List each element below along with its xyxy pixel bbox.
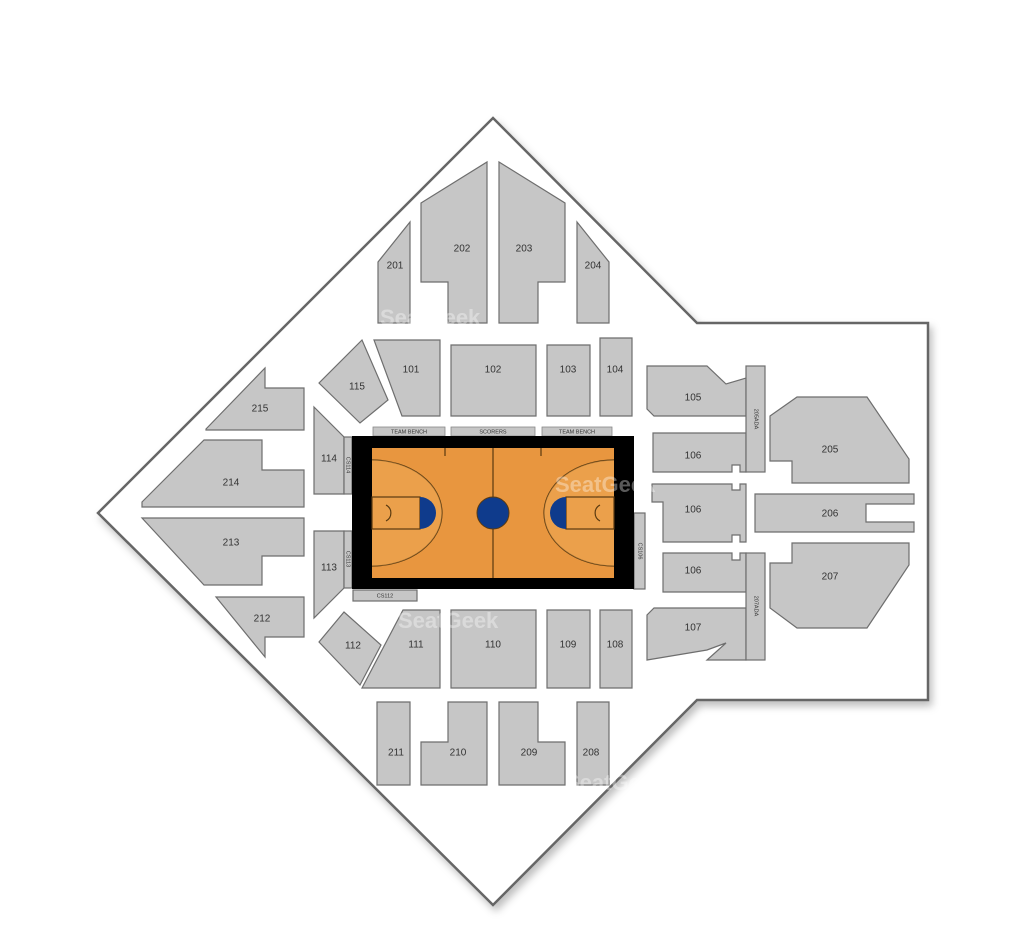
section-115[interactable] xyxy=(318,338,389,424)
watermarks: SeatGeek SeatGeek SeatGeek SeatGeek xyxy=(380,305,666,795)
section-214[interactable] xyxy=(141,439,305,508)
team-bench-right xyxy=(541,426,613,437)
section-211[interactable] xyxy=(376,701,411,786)
lower-sections: 101 102 103 104 115 114 113 112 111 110 … xyxy=(313,337,766,689)
watermark: SeatGeek xyxy=(555,472,656,497)
section-208[interactable] xyxy=(576,701,610,786)
section-cs113[interactable] xyxy=(343,530,353,589)
key-left xyxy=(420,497,436,529)
section-102[interactable] xyxy=(450,344,537,417)
team-bench-left xyxy=(372,426,446,437)
section-207[interactable] xyxy=(769,542,910,629)
watermark: SeatGeek xyxy=(380,305,481,330)
watermark: SeatGeek xyxy=(565,770,666,795)
scorers-table xyxy=(450,426,536,437)
section-201[interactable] xyxy=(377,220,411,324)
section-205[interactable] xyxy=(769,396,910,484)
section-215[interactable] xyxy=(205,366,305,431)
section-112[interactable] xyxy=(318,611,382,687)
section-210[interactable] xyxy=(420,701,488,786)
section-111[interactable] xyxy=(361,609,441,689)
section-213[interactable] xyxy=(140,517,305,586)
section-cs106[interactable] xyxy=(633,512,646,590)
section-203[interactable] xyxy=(498,160,566,324)
section-107[interactable] xyxy=(646,607,747,661)
three-point-right xyxy=(543,459,615,567)
section-101[interactable] xyxy=(373,339,441,417)
section-109[interactable] xyxy=(546,609,591,689)
section-206[interactable] xyxy=(754,493,915,533)
section-106-upper[interactable] xyxy=(652,432,747,473)
section-110[interactable] xyxy=(450,609,537,689)
section-106-middle[interactable] xyxy=(651,483,747,543)
three-point-left xyxy=(371,459,443,567)
section-204[interactable] xyxy=(576,220,610,324)
section-205ada[interactable] xyxy=(745,365,766,473)
key-right xyxy=(550,497,566,529)
watermark: SeatGeek xyxy=(398,608,499,633)
section-cs114[interactable] xyxy=(343,436,353,495)
section-202[interactable] xyxy=(420,160,488,324)
section-104[interactable] xyxy=(599,337,633,417)
section-cs112[interactable] xyxy=(352,589,418,602)
section-212[interactable] xyxy=(214,596,305,659)
court: TEAM BENCH SCORERS TEAM BENCH xyxy=(352,426,634,589)
section-207ada[interactable] xyxy=(745,552,766,661)
center-circle xyxy=(476,496,510,530)
section-209[interactable] xyxy=(498,701,566,786)
section-106-lower[interactable] xyxy=(662,552,747,593)
section-103[interactable] xyxy=(546,344,591,417)
section-108[interactable] xyxy=(599,609,633,689)
